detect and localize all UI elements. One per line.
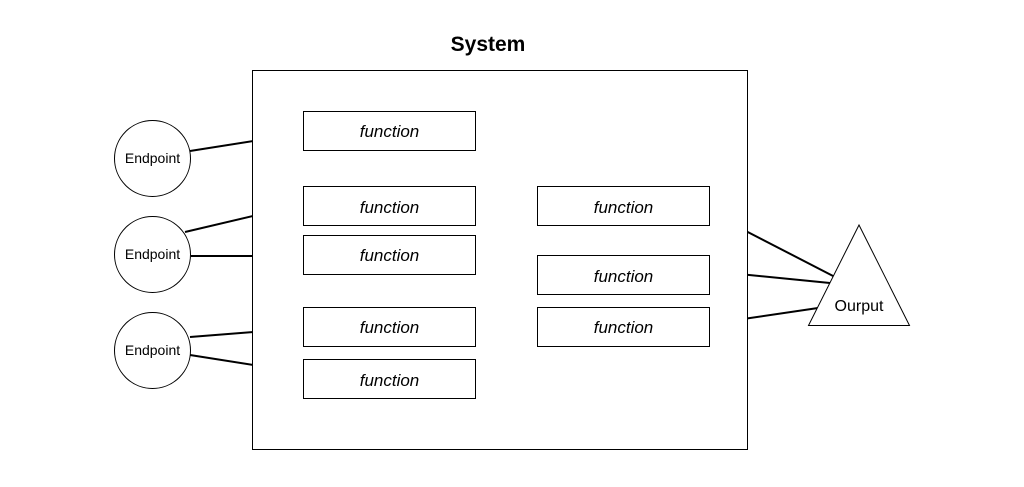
endpoint-3[interactable]: Endpoint [114,312,191,389]
function-8[interactable]: function [537,307,710,347]
output-label: Ourput [835,298,884,315]
function-7[interactable]: function [537,255,710,295]
function-box [303,111,476,151]
function-box [537,307,710,347]
function-4[interactable]: function [303,307,476,347]
endpoint-circle [114,120,191,197]
function-label: function [360,198,420,217]
function-3[interactable]: function [303,235,476,275]
function-box [303,235,476,275]
function-label: function [594,267,654,286]
endpoint-label: Endpoint [125,246,180,262]
function-label: function [360,371,420,390]
endpoint-label: Endpoint [125,342,180,358]
output-triangle [807,223,911,326]
function-2[interactable]: function [303,186,476,226]
endpoint-circle [114,312,191,389]
endpoint-circle [114,216,191,293]
function-box [303,186,476,226]
function-label: function [594,318,654,337]
system-title: System [451,33,526,56]
function-box [303,307,476,347]
function-label: function [360,122,420,141]
function-5[interactable]: function [303,359,476,399]
function-1[interactable]: function [303,111,476,151]
function-6[interactable]: function [537,186,710,226]
endpoint-2[interactable]: Endpoint [114,216,191,293]
function-box [537,186,710,226]
function-label: function [594,198,654,217]
endpoint-label: Endpoint [125,150,180,166]
function-box [537,255,710,295]
function-label: function [360,246,420,265]
output-node[interactable]: Ourput [807,223,911,326]
endpoint-1[interactable]: Endpoint [114,120,191,197]
function-box [303,359,476,399]
function-label: function [360,318,420,337]
